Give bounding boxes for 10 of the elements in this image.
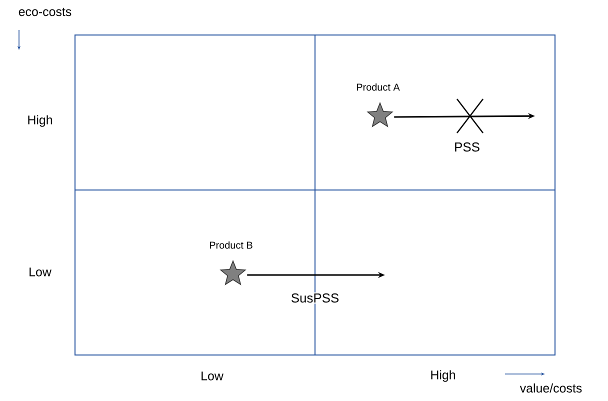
edge-label: PSS — [455, 142, 480, 152]
axis-label: High — [431, 370, 455, 382]
axis-label: value/costs — [520, 383, 582, 393]
axis-label: eco-costs — [18, 8, 72, 16]
axis-label: Low — [30, 268, 52, 276]
axis-label: High — [28, 115, 52, 127]
product-label: Product B — [210, 241, 252, 249]
product-label: Product A — [356, 83, 400, 91]
edge-label: SusPSS — [291, 293, 339, 303]
axis-label: Low — [202, 372, 224, 380]
